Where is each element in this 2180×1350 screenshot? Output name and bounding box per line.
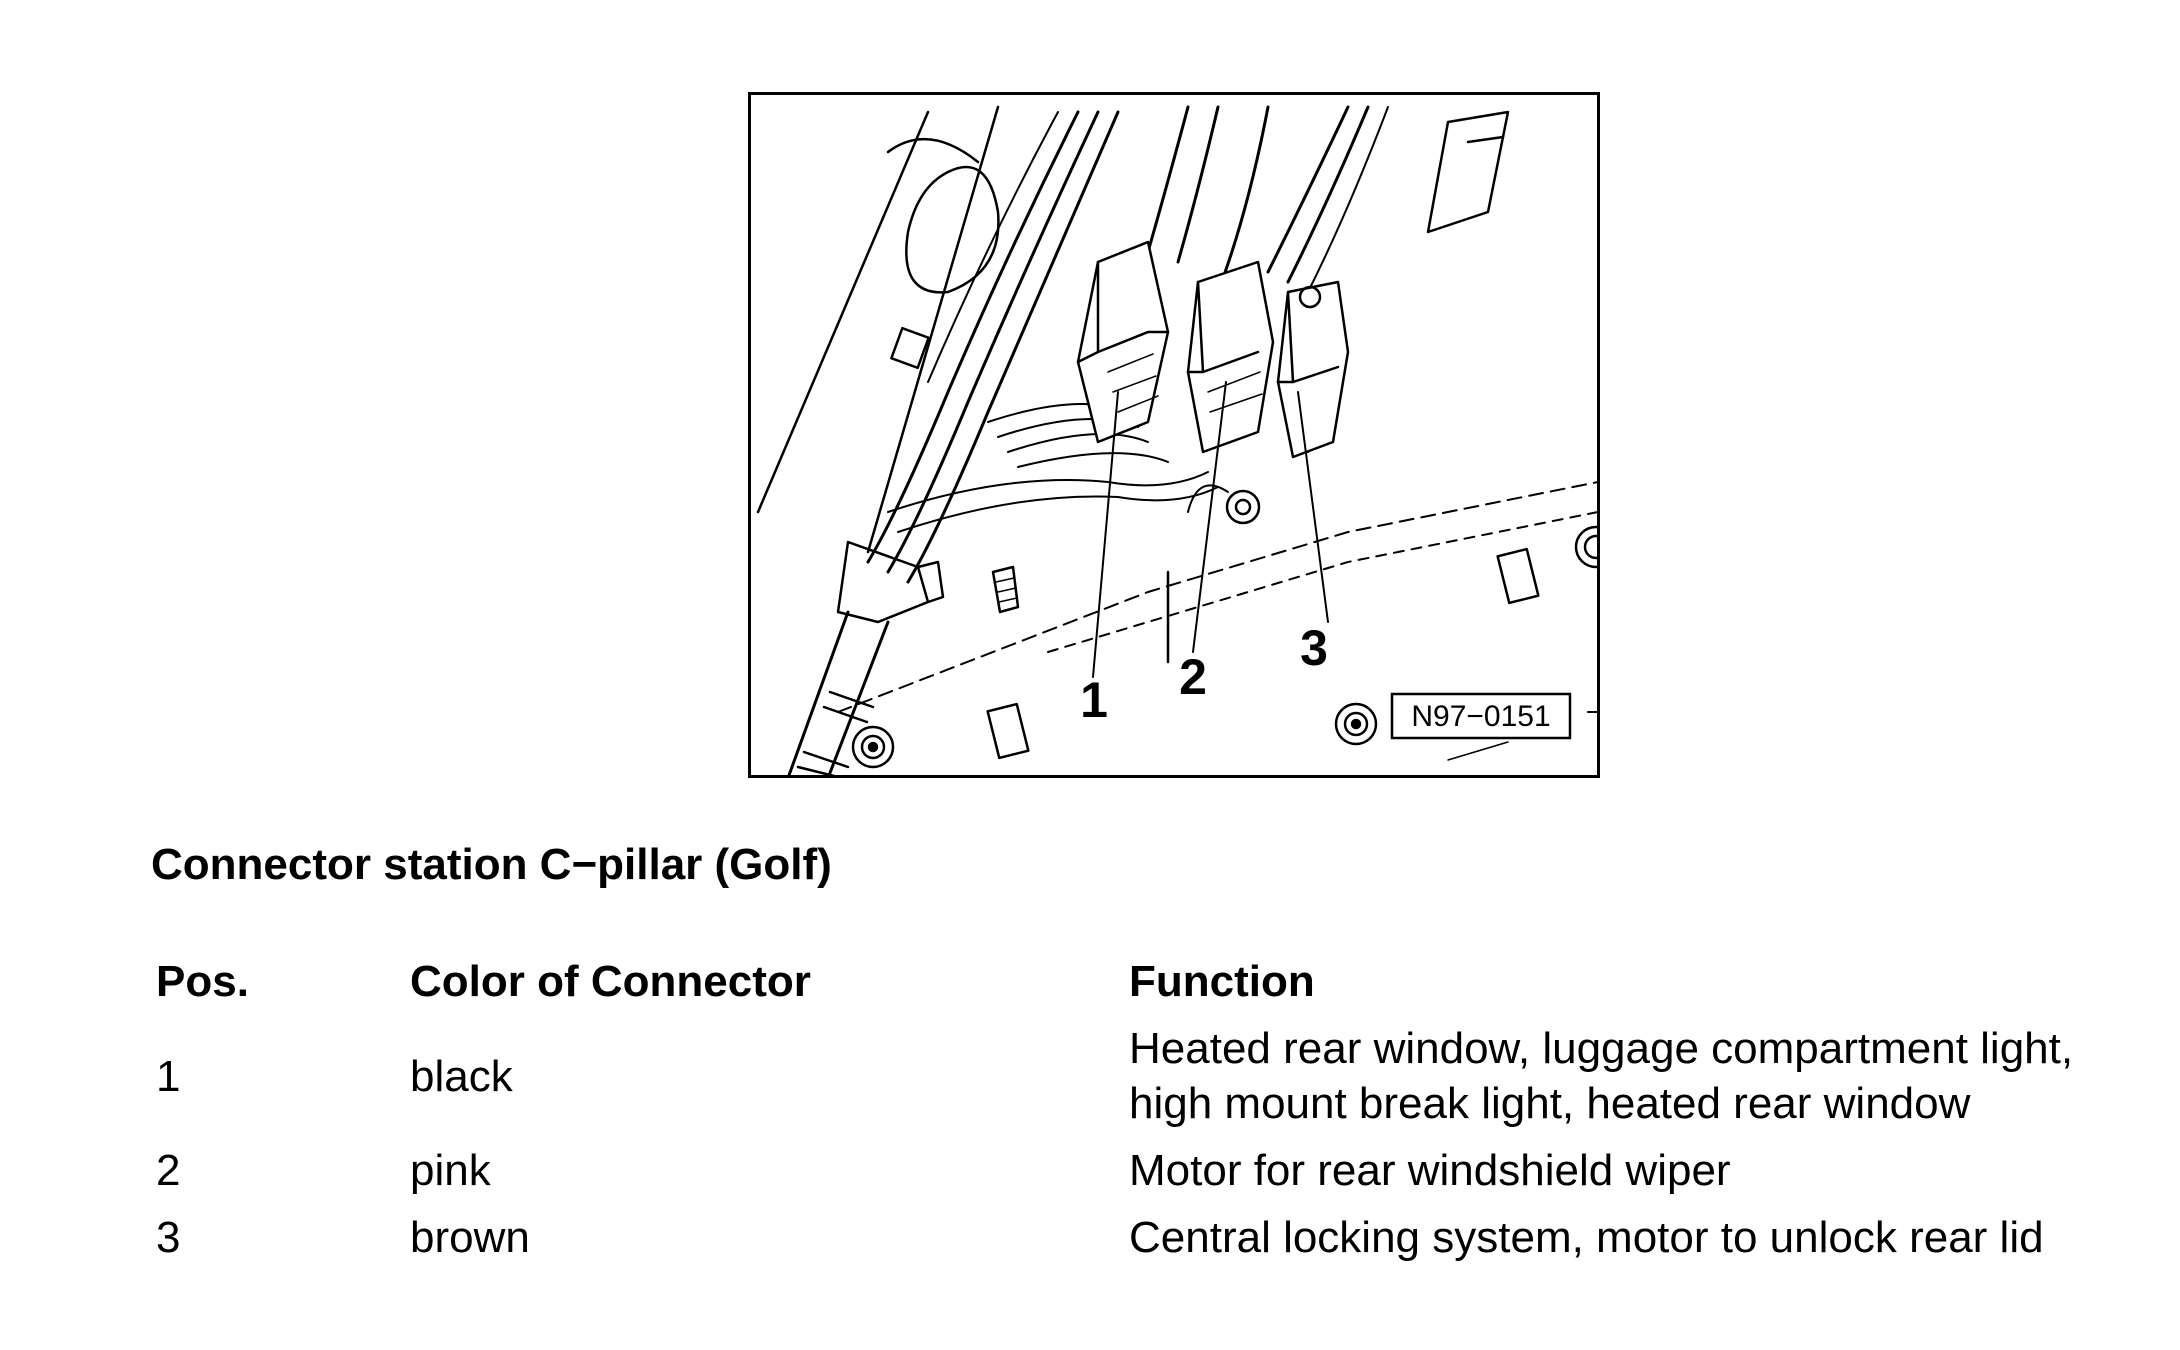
panel-recess [1426, 110, 1510, 234]
ground-stud [1234, 498, 1252, 516]
fastener [1574, 525, 1600, 569]
corrugated-tube [802, 750, 850, 769]
wire-bundle [1216, 105, 1270, 294]
callout-3: 3 [1300, 620, 1328, 676]
harness-clip [836, 540, 930, 624]
trim-dashed-line [837, 481, 1599, 713]
panel-contour [886, 137, 980, 164]
figure-code-box [1390, 692, 1572, 740]
connector-station-illustration: 1 2 3 N97−0151 [748, 92, 1600, 778]
loose-wire [887, 471, 1209, 513]
row-3-pos: 3 [156, 1213, 181, 1262]
row-2-color: pink [410, 1146, 491, 1195]
row-1-function-line-2: high mount break light, heated rear wind… [1129, 1079, 1971, 1128]
row-3-function: Central locking system, motor to unlock … [1129, 1213, 2044, 1262]
corrugated-tube [826, 620, 890, 778]
panel-clip [986, 702, 1030, 760]
window-opening [905, 165, 1000, 294]
loose-wire [897, 486, 1219, 533]
panel-edge-line [866, 105, 1000, 554]
section-title: Connector station C−pillar (Golf) [151, 840, 832, 889]
connector-3 [1276, 280, 1350, 459]
ground-stud [1225, 489, 1261, 525]
wire-bundle [1266, 105, 1350, 274]
row-3-color: brown [410, 1213, 530, 1262]
ground-wire [1187, 484, 1229, 513]
reference-line [1447, 741, 1509, 761]
fastener [851, 725, 895, 769]
panel-clip [1496, 547, 1540, 605]
trim-dashed-line [1047, 511, 1599, 653]
corrugated-tube [828, 690, 875, 709]
bolt [995, 577, 1018, 603]
wire-bundle [906, 110, 1120, 584]
header-pos: Pos. [156, 957, 249, 1006]
loose-wire [1017, 452, 1169, 468]
header-function: Function [1129, 957, 1315, 1006]
wire-bundle [1286, 105, 1370, 284]
callout-1: 1 [1080, 672, 1108, 728]
connector-2 [1186, 260, 1275, 454]
row-2-function: Motor for rear windshield wiper [1129, 1146, 1731, 1195]
leader-line-3 [1297, 391, 1329, 623]
row-1-color: black [410, 1052, 513, 1101]
corrugated-tube [786, 610, 850, 778]
bolt [991, 565, 1020, 614]
wire-bundle [1146, 105, 1190, 254]
connector-1 [1076, 240, 1170, 444]
callout-2: 2 [1179, 649, 1207, 705]
panel-recess [1466, 135, 1505, 144]
header-color: Color of Connector [410, 957, 811, 1006]
wire-bundle [927, 111, 1059, 383]
corrugated-tube [822, 705, 869, 724]
figure-code: N97−0151 [1411, 700, 1550, 733]
harness-clip [916, 560, 945, 604]
wire-bundle [1176, 105, 1220, 264]
wire-bundle [866, 110, 1080, 564]
row-1-function-line-1: Heated rear window, luggage compartment … [1129, 1024, 2074, 1073]
leader-line-1 [1092, 391, 1119, 678]
illustration-frame [748, 92, 1600, 778]
fastener [1334, 702, 1378, 746]
loose-wire [1007, 433, 1149, 453]
panel-edge-line [756, 110, 930, 514]
row-2-pos: 2 [156, 1146, 181, 1195]
row-1-pos: 1 [156, 1052, 181, 1101]
panel-hole [890, 326, 930, 370]
leader-line-2 [1192, 381, 1227, 653]
illustration-svg: 1 2 3 N97−0151 [748, 92, 1600, 778]
